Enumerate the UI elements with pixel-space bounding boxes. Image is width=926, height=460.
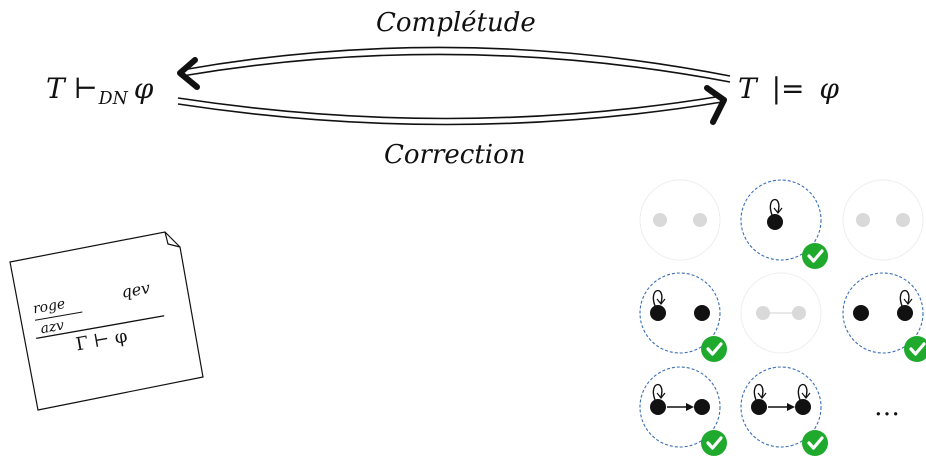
self-loop-edge (652, 289, 663, 307)
paper-note: roge qev azv Γ ⊢ φ (9, 231, 204, 411)
completeness-arrowhead (177, 57, 200, 90)
premise-bar-small (34, 311, 83, 321)
model-node (653, 213, 667, 227)
completeness-arrow (177, 46, 731, 90)
model-cell (740, 272, 822, 354)
model-cell (639, 179, 721, 261)
more-models-ellipsis: … (874, 392, 900, 422)
check-badge (701, 430, 727, 456)
correction-label: Correction (384, 140, 526, 170)
model-boundary (740, 179, 822, 261)
phi-symbol: φ (133, 72, 154, 105)
model-cell (740, 366, 828, 456)
theory-symbol: T (46, 72, 65, 105)
check-badge (802, 243, 828, 269)
model-node (896, 213, 910, 227)
model-boundary-faded (740, 272, 822, 354)
self-loop-edge (797, 383, 808, 401)
self-loop-arrowhead (903, 298, 913, 305)
checkmark-icon (807, 249, 824, 263)
model-node (795, 399, 811, 415)
model-boundary (740, 366, 822, 448)
model-cell (639, 272, 727, 362)
completeness-label: Complétude (376, 8, 536, 38)
theory-symbol: T (738, 72, 757, 105)
model-node (856, 213, 870, 227)
relation-arrowhead (787, 403, 795, 411)
model-node (650, 399, 666, 415)
model-boundary-faded (639, 179, 721, 261)
premise-2: qev (120, 278, 152, 302)
paper-dogear (164, 231, 181, 248)
self-loop-arrowhead (656, 298, 666, 305)
model-boundary (842, 272, 924, 354)
phi-symbol: φ (819, 72, 840, 105)
self-loop-arrowhead (757, 392, 767, 399)
correction-arrowhead (704, 85, 727, 125)
model-cell (842, 272, 926, 362)
correction-arrow (177, 85, 727, 126)
self-loop-arrowhead (773, 207, 783, 214)
self-loop-edge (899, 289, 910, 307)
self-loop-arrowhead (801, 392, 811, 399)
model-node (751, 399, 767, 415)
check-badge (904, 336, 926, 362)
model-cell (639, 366, 727, 456)
model-node (897, 305, 913, 321)
model-node (693, 213, 707, 227)
dn-subscript: DN (98, 89, 128, 110)
model-node (756, 306, 770, 320)
premise-1: roge (32, 296, 67, 317)
relation-arrowhead (686, 403, 694, 411)
model-node (853, 305, 869, 321)
model-boundary (639, 272, 721, 354)
model-boundary-faded (842, 179, 924, 261)
models-symbol: |= (771, 72, 805, 105)
check-badge (701, 336, 727, 362)
turnstile-symbol: ⊢ (73, 72, 98, 105)
model-node (767, 214, 783, 230)
model-node (694, 399, 710, 415)
inference-bar (36, 315, 165, 339)
self-loop-edge (769, 198, 780, 216)
checkmark-icon (807, 436, 824, 450)
model-grid (639, 179, 926, 456)
paper-sheet (9, 231, 204, 411)
premise-3: azv (39, 317, 65, 337)
self-loop-edge (753, 383, 764, 401)
model-node (650, 305, 666, 321)
checkmark-icon (706, 436, 723, 450)
model-cell (842, 179, 924, 261)
check-badge (802, 430, 828, 456)
model-node (694, 305, 710, 321)
model-boundary (639, 366, 721, 448)
model-cell (740, 179, 828, 269)
model-node (792, 306, 806, 320)
self-loop-arrowhead (656, 392, 666, 399)
checkmark-icon (909, 342, 926, 356)
checkmark-icon (706, 342, 723, 356)
semantic-formula: T |= φ (738, 72, 839, 105)
self-loop-edge (652, 383, 663, 401)
